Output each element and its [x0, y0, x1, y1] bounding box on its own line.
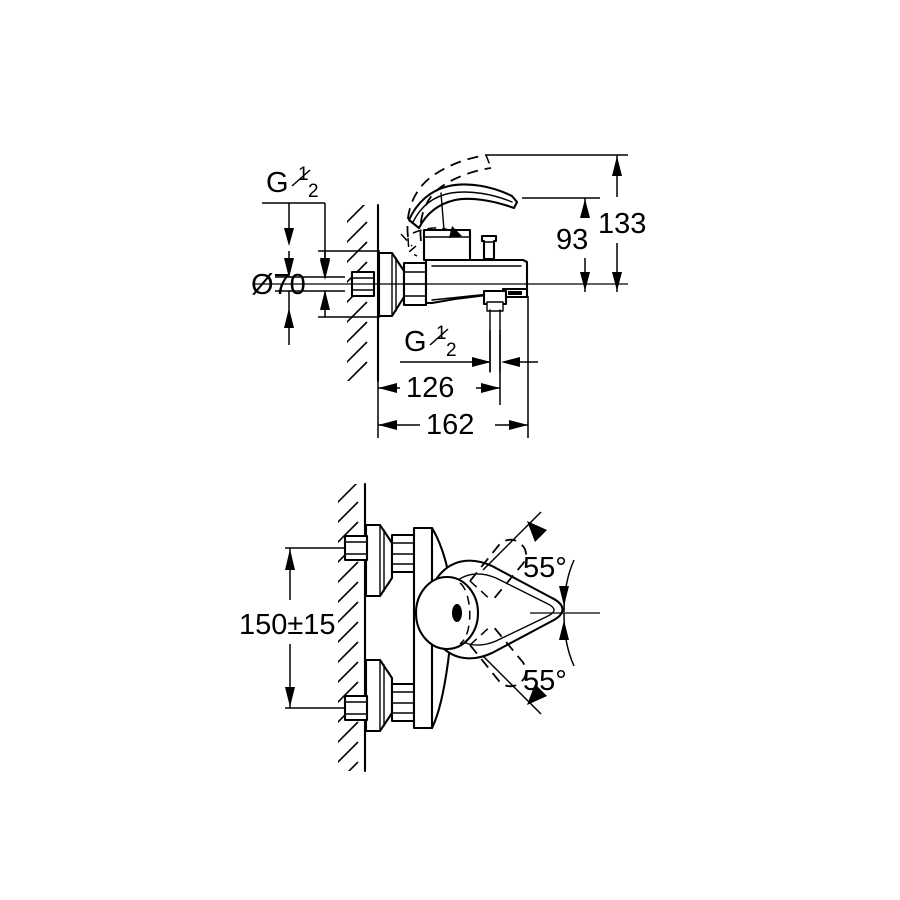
- arrow-thread-bottom-right: [501, 357, 520, 367]
- projection-total-label: 162: [426, 409, 474, 441]
- arrow-thread-top-left: [284, 228, 294, 246]
- union-nut-lower-front: [390, 682, 416, 723]
- shower-hose-drop-side: [489, 309, 501, 373]
- angle-leader-down: [482, 655, 547, 715]
- lever-handle-side: [407, 183, 519, 231]
- shower-outlet-side: [482, 289, 508, 312]
- thread-bottom-denominator: 2: [446, 340, 457, 361]
- thread-bottom-numerator: 1: [436, 323, 447, 344]
- angle-arc-markers: [559, 559, 575, 667]
- projection-body-label: 126: [406, 372, 454, 404]
- diverter-knob-side: [480, 234, 498, 261]
- escutcheon-diameter-label: Ø70: [251, 269, 306, 301]
- inlet-connector-lower-front: [343, 694, 369, 722]
- wall-section-side: [347, 203, 380, 383]
- thread-top-label: G: [266, 167, 289, 199]
- lever-ghost-down-front: [469, 624, 527, 688]
- angle-leader-up: [482, 511, 547, 571]
- thread-bottom-label: G: [404, 326, 427, 358]
- wall-hatching-side: [347, 205, 368, 381]
- angle-up-label: 55°: [523, 552, 567, 584]
- dimension-thread-bottom: G 1 2: [400, 323, 538, 372]
- dimension-inlet-spacing: 150±15: [239, 547, 345, 709]
- dimension-angle-down: 55°: [523, 665, 567, 697]
- total-height-label: 133: [598, 208, 646, 240]
- escutcheon-lower-front: [364, 658, 394, 733]
- lever-ghost-up-front: [469, 538, 527, 602]
- front-elevation-view: 150±15 55° 55°: [239, 482, 600, 773]
- dimension-angle-up: 55°: [523, 552, 567, 584]
- union-nut-upper-front: [390, 533, 416, 574]
- dimension-thread-top: G 1 2: [262, 164, 330, 280]
- dimension-projection-body: 126: [378, 372, 501, 405]
- escutcheon-upper-front: [364, 523, 394, 598]
- cartridge-housing-side: [422, 228, 472, 262]
- thread-top-denominator: 2: [308, 181, 319, 202]
- dimension-escutcheon-diameter: Ø70: [251, 250, 380, 345]
- thread-top-numerator: 1: [298, 164, 309, 185]
- dimension-total-height: 133: [598, 155, 646, 292]
- arrow-thread-bottom-left: [472, 357, 491, 367]
- dimension-spout-height: 93: [556, 198, 590, 292]
- spout-height-label: 93: [556, 224, 588, 256]
- side-elevation-view: G 1 2 Ø70: [251, 154, 646, 441]
- lever-swing-ghost-side: [400, 154, 492, 257]
- dimension-projection-total: 162: [377, 296, 529, 441]
- inlet-spacing-label: 150±15: [239, 609, 336, 641]
- inlet-connector-upper-front: [343, 534, 369, 562]
- cartridge-dome-front: [414, 575, 480, 651]
- angle-down-label: 55°: [523, 665, 567, 697]
